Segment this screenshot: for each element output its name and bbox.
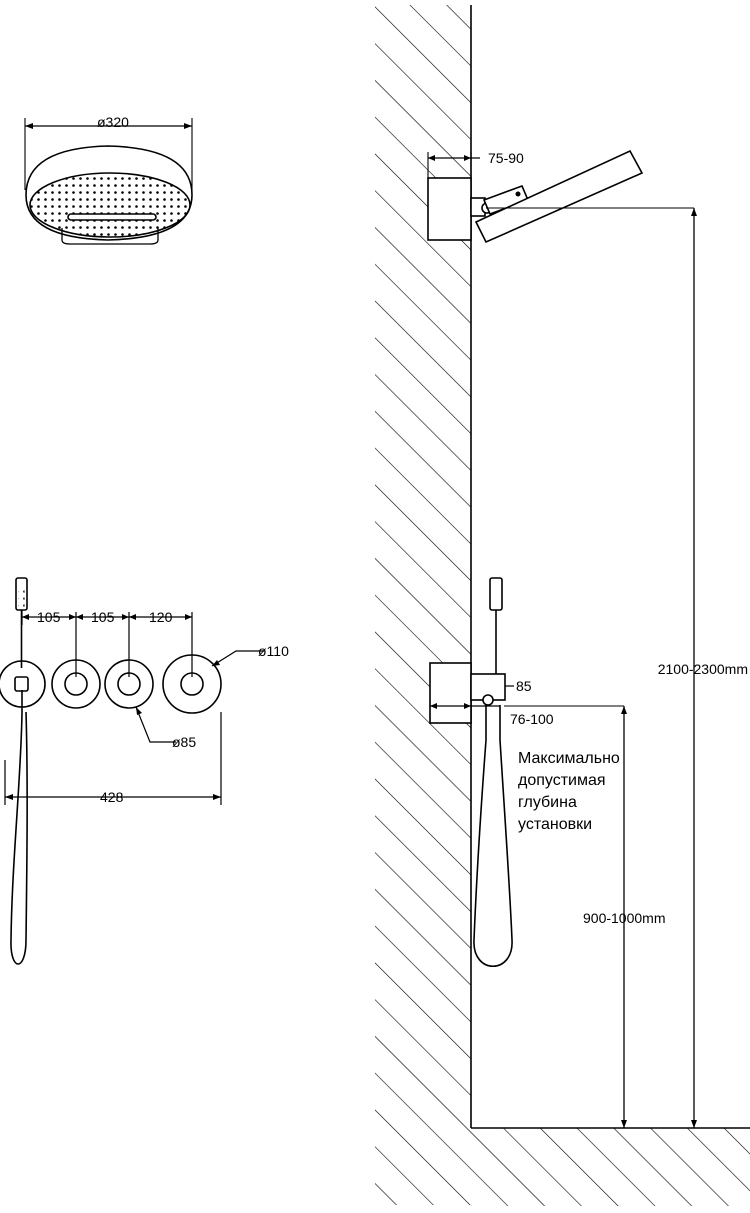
outlet-connector: [14, 676, 29, 692]
arrow-icon: [136, 707, 142, 715]
mixer-height-label: 900-1000mm: [583, 910, 666, 926]
arrow-icon: [5, 794, 13, 800]
outlet-size-label: 85: [516, 678, 532, 694]
shower-head-side: [474, 149, 644, 244]
note-line-2: допустимая: [518, 772, 606, 789]
floor-hatch: [471, 1128, 750, 1206]
hose: [10, 690, 28, 965]
upper-wall-box: [427, 177, 472, 241]
total-width-label: 428: [100, 789, 124, 805]
shower-head-top-view: [24, 118, 193, 245]
depth-note: Максимально допустимая глубина установки: [518, 750, 620, 833]
note-line-3: глубина: [518, 794, 577, 811]
hose-side: [473, 705, 513, 967]
total-width-dimension: [4, 712, 222, 805]
leader-small-knob: [135, 706, 176, 743]
small-knob-diameter-label: ø85: [172, 734, 196, 750]
shower-head-mount: [61, 228, 159, 245]
spacing-arrows: [22, 614, 192, 620]
hand-shower-nozzles: [18, 586, 25, 608]
arrow-icon: [184, 123, 192, 129]
outlet-connector: [482, 694, 494, 706]
note-line-4: установки: [518, 816, 592, 833]
lower-wall-box: [429, 662, 472, 724]
spacing-3-label: 120: [149, 609, 173, 625]
large-knob-diameter-label: ø110: [258, 643, 289, 659]
leader-large-knob: [211, 650, 264, 667]
outlet-plate: [0, 660, 46, 708]
shower-head-slot: [67, 213, 157, 221]
arrow-icon: [213, 794, 221, 800]
shower-head-body: [25, 145, 193, 241]
spacing-dimensions: [21, 610, 193, 677]
head-height-label: 2100-2300mm: [658, 661, 748, 677]
nozzle-dots: [30, 173, 190, 237]
side-view: [375, 5, 750, 1206]
lower-depth-label: 76-100: [510, 711, 554, 727]
spacing-2-label: 105: [91, 609, 115, 625]
front-view: [0, 577, 264, 965]
side-arrows: [428, 155, 697, 1128]
spacing-1-label: 105: [37, 609, 61, 625]
arrow-icon: [25, 123, 33, 129]
head-diameter-label: ø320: [97, 114, 129, 130]
arrow-icon: [212, 660, 220, 666]
upper-depth-label: 75-90: [488, 150, 524, 166]
note-line-1: Максимально: [518, 750, 620, 767]
hand-shower-side: [489, 577, 503, 611]
